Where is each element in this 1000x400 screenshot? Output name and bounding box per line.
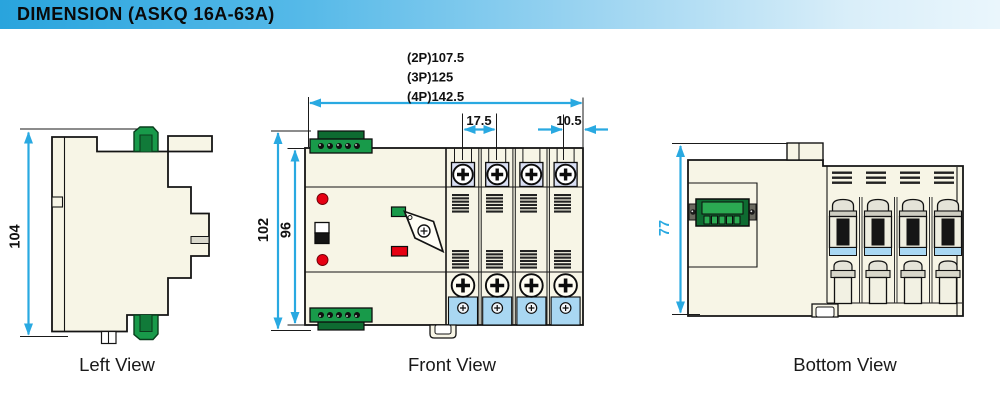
terminal-block-top: [309, 130, 373, 154]
pole-separators: [478, 148, 550, 325]
led-indicator-top: [316, 193, 329, 205]
header-bar: DIMENSION (ASKQ 16A-63A): [0, 0, 1000, 29]
front-view-label: Front View: [408, 354, 497, 375]
din-clip-top: [133, 126, 159, 153]
dim-front-width: (2P)107.5 (3P)125 (4P)142.5: [308, 50, 584, 147]
left-view-label: Left View: [79, 354, 155, 375]
dim-96-label: 96: [279, 222, 295, 238]
left-view-body: [51, 135, 213, 333]
led-indicator-bottom: [316, 254, 329, 266]
dim-17-5-label: 17.5: [466, 113, 491, 128]
page-title: DIMENSION (ASKQ 16A-63A): [17, 4, 275, 24]
top-mount-tab: [786, 142, 824, 161]
dim-2p-label: (2P)107.5: [407, 50, 464, 65]
dim-3p-label: (3P)125: [407, 70, 453, 85]
dim-77-label: 77: [657, 220, 673, 236]
pole-channels: [859, 197, 933, 303]
dim-4p-label: (4P)142.5: [407, 89, 464, 104]
green-status-window: [390, 206, 407, 218]
dim-102-label: 102: [256, 218, 272, 242]
red-status-window: [390, 245, 409, 257]
toggle-switch: [314, 221, 330, 245]
terminal-block-bottom: [309, 307, 373, 331]
din-clip-bottom-view: [811, 303, 839, 318]
rail-notch: [51, 196, 64, 208]
front-view: (2P)107.5 (3P)125 (4P)142.5 17.5 10.5: [256, 50, 608, 375]
din-clip-bottom: [133, 314, 159, 341]
rotary-handle: [403, 210, 445, 254]
dim-right-margin: 10.5: [538, 113, 608, 160]
dim-104-label: 104: [8, 224, 24, 248]
dim-front-height-overall: 102: [256, 130, 311, 331]
aux-connector: [688, 198, 757, 227]
dim-left-height: 104: [8, 128, 138, 337]
din-clip-front: [429, 324, 457, 339]
left-view: 104 Left View: [8, 126, 213, 375]
dim-front-height-body: 96: [279, 148, 306, 326]
side-connector-tab: [190, 236, 210, 244]
dim-10-5-label: 10.5: [556, 113, 581, 128]
bottom-view: 77 Bottom View: [657, 142, 964, 375]
dim-pole-pitch: 17.5: [462, 113, 497, 160]
bottom-view-label: Bottom View: [793, 354, 897, 375]
dim-bottom-depth: 77: [657, 143, 788, 315]
